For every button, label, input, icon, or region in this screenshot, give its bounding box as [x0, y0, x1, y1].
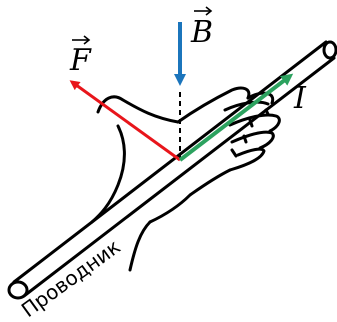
- force-label-text: F: [69, 43, 92, 78]
- field-label-text: B: [190, 15, 213, 50]
- current-label: I: [293, 81, 307, 116]
- conductor-caption: Проводник: [17, 234, 125, 322]
- force-label: F: [69, 35, 92, 78]
- field-vector-tip-icon: [205, 6, 213, 16]
- force-arrow: [69, 80, 181, 162]
- current-arrow: [178, 73, 294, 162]
- conductor-rod: [7, 40, 337, 300]
- field-label: B: [190, 6, 213, 50]
- force-vector-tip-icon: [83, 35, 91, 45]
